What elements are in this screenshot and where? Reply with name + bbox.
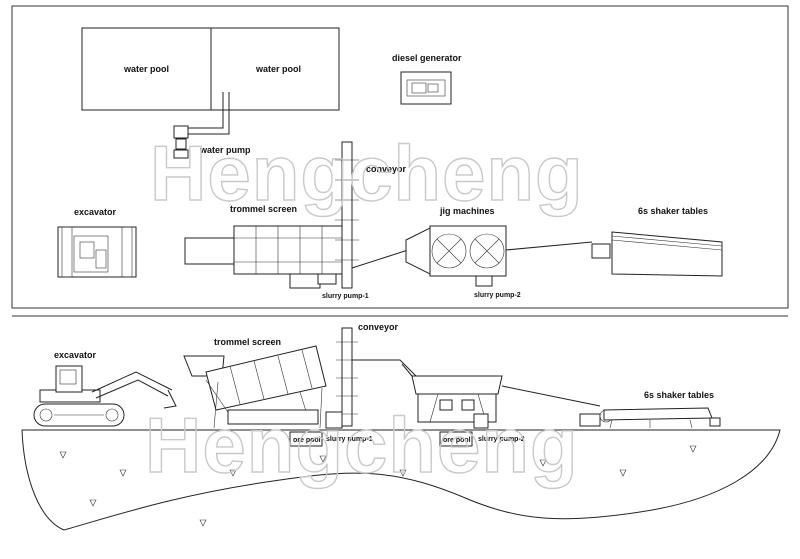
diesel-generator: diesel generator bbox=[392, 53, 462, 105]
ground-profile bbox=[21, 429, 781, 531]
ore-pool-2-label: ore pool bbox=[443, 437, 471, 444]
watermark-bottom: Hengcheng bbox=[145, 401, 579, 489]
shaker-tables-top-label: 6s shaker tables bbox=[638, 206, 708, 216]
conveyor-top: conveyor slurry pump-1 bbox=[317, 141, 409, 300]
water-pool-right-label: water pool bbox=[255, 64, 301, 74]
slurry-pump-2-top-label: slurry pump-2 bbox=[474, 292, 521, 299]
top-view-frame bbox=[11, 5, 789, 309]
jig-machines-label: jig machines bbox=[439, 206, 495, 216]
ore-pool-1: ore pool slurry pump-1 bbox=[289, 411, 373, 447]
conveyor-top-label: conveyor bbox=[366, 164, 407, 174]
excavator-side: excavator bbox=[33, 350, 177, 427]
slurry-pump-1-side-label: slurry pump-1 bbox=[326, 436, 373, 443]
conveyor-side-label: conveyor bbox=[358, 322, 399, 332]
conveyor-side: conveyor bbox=[336, 322, 417, 427]
ground-marks bbox=[59, 445, 697, 527]
slurry-pump-1-top-label: slurry pump-1 bbox=[322, 293, 369, 300]
slurry-pump-2-side-label: slurry pump-2 bbox=[478, 436, 525, 443]
ore-pool-2: ore pool slurry pump-2 bbox=[439, 413, 525, 447]
shaker-tables-side-label: 6s shaker tables bbox=[644, 390, 714, 400]
water-pump: water pump bbox=[173, 92, 251, 159]
trommel-screen-side: trommel screen bbox=[183, 337, 327, 429]
excavator-top-label: excavator bbox=[74, 207, 117, 217]
water-pump-label: water pump bbox=[199, 145, 251, 155]
watermark-top: Hengcheng bbox=[150, 129, 584, 217]
jig-machines-top: jig machines slurry pump-2 bbox=[405, 206, 593, 299]
diesel-generator-label: diesel generator bbox=[392, 53, 462, 63]
shaker-tables-side: 6s shaker tables bbox=[579, 390, 721, 429]
water-pool-left-label: water pool bbox=[123, 64, 169, 74]
trommel-screen-top: trommel screen bbox=[184, 204, 345, 289]
trommel-top-label: trommel screen bbox=[230, 204, 297, 214]
shaker-tables-top: 6s shaker tables bbox=[591, 206, 723, 277]
ore-pool-1-label: ore pool bbox=[293, 437, 321, 444]
trommel-side-label: trommel screen bbox=[214, 337, 281, 347]
excavator-side-label: excavator bbox=[54, 350, 97, 360]
water-pools: water pool water pool bbox=[81, 27, 340, 111]
excavator-top: excavator bbox=[57, 207, 137, 278]
